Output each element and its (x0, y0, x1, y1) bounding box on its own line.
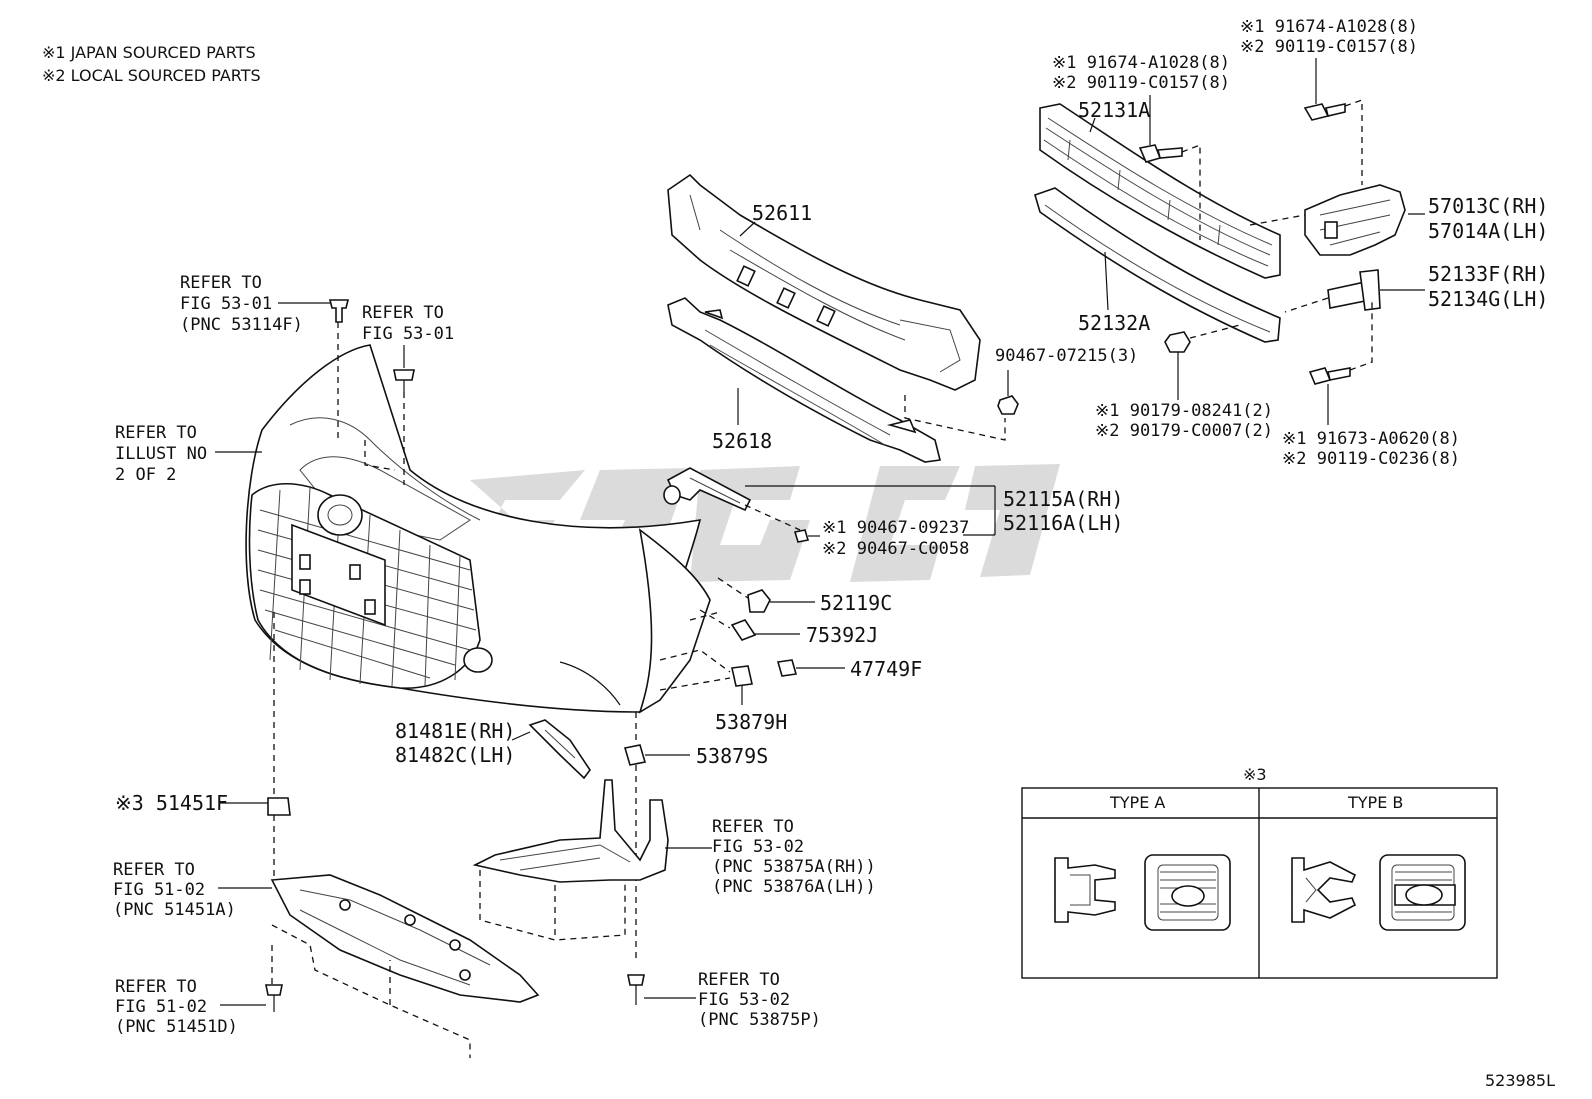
label-refer-53-02-a-line4: (PNC 53876A(LH)) (712, 877, 876, 897)
label-refer-53-01-b-line2: FIG 53-01 (362, 324, 454, 344)
leader-52611 (739, 221, 756, 237)
label-52133f: 52133F(RH) (1428, 262, 1548, 286)
label-refer-51-02-b-line3: (PNC 51451D) (115, 1017, 238, 1037)
label-52132a: 52132A (1078, 311, 1150, 335)
clip-53879s (623, 712, 690, 960)
label-57014a: 57014A(LH) (1428, 219, 1548, 243)
label-51451f: ※3 51451F (115, 791, 228, 815)
label-refer-51-02-a-line2: FIG 51-02 (113, 880, 205, 900)
label-refer-53-01-a-line1: REFER TO (180, 273, 262, 293)
clip-90467-09237 (793, 529, 820, 543)
label-47749f: 47749F (850, 657, 922, 681)
label-bolt-top-right-line1: ※1 91674-A1028(8) (1240, 17, 1418, 37)
label-53879s: 53879S (696, 744, 768, 768)
label-bolt-91673-line1: ※1 91673-A0620(8) (1282, 429, 1460, 449)
label-nut-90179-line1: ※1 90179-08241(2) (1095, 401, 1273, 421)
label-refer-illust-line2: ILLUST NO (115, 444, 207, 464)
label-clip-90467-line2: ※2 90467-C0058 (822, 539, 969, 559)
label-refer-53-01-b-line1: REFER TO (362, 303, 444, 323)
legend-japan-sourced: ※1 JAPAN SOURCED PARTS (42, 43, 256, 62)
screw-51451d (220, 984, 283, 1012)
type-a-clip-side-icon (1054, 857, 1116, 923)
label-refer-illust-line3: 2 OF 2 (115, 465, 176, 485)
label-refer-53-01-a-line3: (PNC 53114F) (180, 315, 303, 335)
label-bolt-52131a-line2: ※2 90119-C0157(8) (1052, 73, 1230, 93)
leader-52131a (1089, 117, 1096, 133)
bolt-top-right (1303, 58, 1363, 185)
dash-52618-nut (904, 395, 1006, 441)
label-refer-51-02-b-line1: REFER TO (115, 977, 197, 997)
label-refer-illust-line1: REFER TO (115, 423, 197, 443)
label-52611: 52611 (752, 201, 812, 225)
label-bolt-52131a-line1: ※1 91674-A1028(8) (1052, 53, 1230, 73)
label-52119c: 52119C (820, 591, 892, 615)
label-refer-53-02-b-line2: FIG 53-02 (698, 990, 790, 1010)
reinforcement-52131a (1039, 103, 1281, 279)
seal-81481e (511, 719, 591, 780)
clip-52119c (717, 577, 815, 613)
type-a-clip-top-icon (1144, 854, 1231, 931)
splash-shield-53875a (472, 779, 669, 941)
label-refer-51-02-b-line2: FIG 51-02 (115, 997, 207, 1017)
clip-75392j (689, 609, 800, 641)
label-bolt-91673-line2: ※2 90119-C0236(8) (1282, 449, 1460, 469)
bolt-52131a (1138, 95, 1201, 240)
label-52131a: 52131A (1078, 98, 1150, 122)
diagram-id: 523985L (1485, 1071, 1555, 1090)
clip-51451f (220, 612, 291, 880)
nut-90179 (1164, 324, 1241, 400)
label-57013c: 57013C(RH) (1428, 194, 1548, 218)
energy-absorber-52611 (667, 173, 981, 391)
label-refer-51-02-a-line1: REFER TO (113, 860, 195, 880)
label-53879h: 53879H (715, 710, 787, 734)
bracket-57013c (1249, 184, 1406, 256)
watermark-logo (440, 464, 1060, 582)
screw-refer-53-01 (364, 345, 415, 485)
inset-mark: ※3 (1243, 765, 1267, 784)
label-refer-51-02-a-line3: (PNC 51451A) (113, 900, 236, 920)
lower-absorber-52618 (667, 297, 941, 463)
inset-type-a: TYPE A (1109, 793, 1165, 812)
label-bolt-top-right-line2: ※2 90119-C0157(8) (1240, 37, 1418, 57)
label-refer-53-02-a-line2: FIG 53-02 (712, 837, 804, 857)
screw-53875p (627, 974, 696, 1005)
label-clip-90467-line1: ※1 90467-09237 (822, 518, 969, 538)
label-refer-53-02-a-line1: REFER TO (712, 817, 794, 837)
label-nut-90179-line2: ※2 90179-C0007(2) (1095, 421, 1273, 441)
label-75392j: 75392J (806, 623, 878, 647)
bracket-52133f (1284, 269, 1381, 313)
label-refer-53-02-a-line3: (PNC 53875A(RH)) (712, 857, 876, 877)
engine-under-cover-51451a (270, 874, 540, 1058)
label-refer-53-02-b-line3: (PNC 53875P) (698, 1010, 821, 1030)
leader-52132a (1104, 251, 1109, 311)
label-refer-53-02-b-line1: REFER TO (698, 970, 780, 990)
type-b-clip-side-icon (1291, 857, 1357, 923)
bumper-bracket-52115a (663, 467, 996, 535)
front-bumper-cover (245, 344, 711, 714)
nut-90467-07215 (997, 370, 1019, 415)
label-81482c: 81482C(LH) (395, 743, 515, 767)
reinforcement-52132a (1034, 187, 1281, 343)
label-refer-53-01-a-line2: FIG 53-01 (180, 294, 272, 314)
label-52115a: 52115A(RH) (1003, 487, 1123, 511)
clip-type-inset: ※3 TYPE A TYPE B (1021, 765, 1498, 979)
inset-type-b: TYPE B (1347, 793, 1403, 812)
type-b-clip-top-icon (1379, 854, 1466, 931)
clip-47749f (776, 659, 845, 677)
label-52134g: 52134G(LH) (1428, 287, 1548, 311)
clip-53879h (659, 649, 753, 705)
label-52618: 52618 (712, 429, 772, 453)
legend-local-sourced: ※2 LOCAL SOURCED PARTS (42, 66, 261, 85)
label-52116a: 52116A(LH) (1003, 511, 1123, 535)
label-81481e: 81481E(RH) (395, 719, 515, 743)
clip-53114f (328, 299, 350, 440)
label-90467-07215: 90467-07215(3) (995, 346, 1138, 366)
bolt-91673 (1308, 300, 1373, 425)
